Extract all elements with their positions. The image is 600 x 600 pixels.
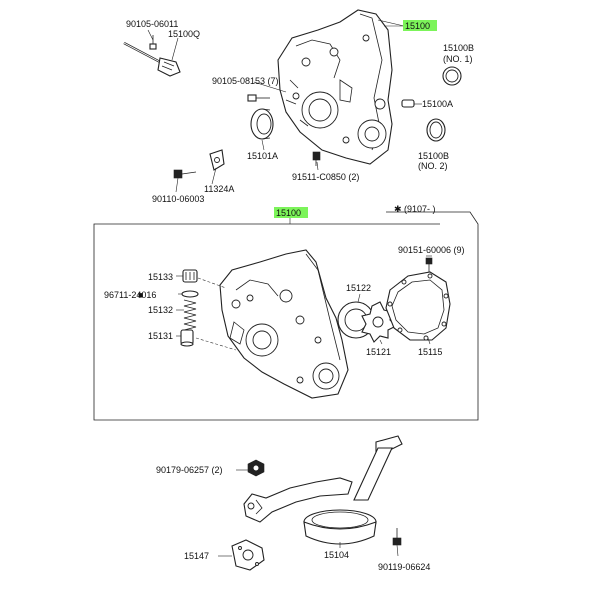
gasket-15147[interactable] (231, 539, 265, 571)
o-ring-15100b-no2[interactable] (426, 118, 446, 142)
callout-15101a: 15101A (247, 151, 278, 161)
top-assembly (123, 9, 462, 193)
highlight-15100-mid (274, 207, 308, 218)
gasket-96711-24016[interactable] (181, 290, 199, 298)
nut-90179-06257[interactable] (247, 459, 265, 477)
gasket-11324a[interactable] (209, 149, 225, 171)
callout-90179-06257: 90179-06257 (2) (156, 465, 223, 475)
callout-91511-c0850: 91511-C0850 (2) (292, 172, 359, 182)
callout-15131: 15131 (148, 331, 173, 341)
callout-15122: 15122 (346, 283, 371, 293)
callout-15100b-no1: 15100B (443, 43, 474, 53)
callout-96711-24016: 96711-24016 (104, 290, 156, 300)
relief-valve-15131[interactable] (180, 329, 194, 347)
callout-15133: 15133 (148, 272, 173, 282)
callout-90119-06624: 90119-06624 (378, 562, 430, 572)
star-mark: ✱ (394, 204, 402, 214)
highlight-15100-top (403, 20, 437, 31)
callout-15104: 15104 (324, 550, 349, 560)
callout-date-note: (9107- ) (404, 204, 436, 214)
callout-no2: (NO. 2) (418, 161, 448, 171)
square-mark: ■ (138, 290, 143, 300)
callout-90105-08153: 90105-08153 (7) (212, 76, 279, 86)
relief-spring-15132[interactable] (183, 299, 197, 331)
bolt-90105-08153[interactable] (247, 94, 270, 102)
bolt-90119-06624[interactable] (392, 528, 402, 546)
oil-pressure-sensor[interactable] (123, 35, 181, 77)
callout-15115: 15115 (418, 347, 442, 357)
timing-cover-pump[interactable] (219, 249, 349, 399)
callout-15100b-no2: 15100B (418, 151, 449, 161)
callout-15147: 15147 (184, 551, 209, 561)
bolt-91511-c0850[interactable] (312, 151, 321, 166)
relief-valve-plug-15133[interactable] (182, 269, 198, 283)
pin-15100a[interactable] (401, 99, 415, 108)
callout-labels: 90105-06011 15100Q 15100 15100B (NO. 1) … (104, 19, 474, 572)
callout-90110-06003: 90110-06003 (152, 194, 204, 204)
o-ring-15100b-no1[interactable] (442, 66, 462, 86)
callout-15100a: 15100A (422, 99, 453, 109)
callout-15100q: 15100Q (168, 29, 200, 39)
callout-15121: 15121 (366, 347, 391, 357)
oil-seal-15101a[interactable] (250, 108, 274, 140)
screw-90151-60006[interactable] (425, 257, 433, 272)
callout-15100-top[interactable]: 15100 (405, 21, 430, 31)
callout-15132: 15132 (148, 305, 173, 315)
pump-cover-15115[interactable] (385, 271, 451, 341)
oil-strainer-15104[interactable] (243, 435, 403, 545)
callout-15100-mid[interactable]: 15100 (276, 208, 301, 218)
callout-no1: (NO. 1) (443, 54, 473, 64)
callout-90105-06011: 90105-06011 (126, 19, 178, 29)
pump-assembly-box (93, 211, 479, 421)
callout-11324a: 11324A (204, 184, 234, 194)
callout-90151-60006: 90151-60006 (9) (398, 245, 465, 255)
timing-cover-top[interactable] (277, 9, 393, 165)
bottom-assembly (218, 435, 403, 571)
screw-90110-06003[interactable] (173, 169, 197, 179)
